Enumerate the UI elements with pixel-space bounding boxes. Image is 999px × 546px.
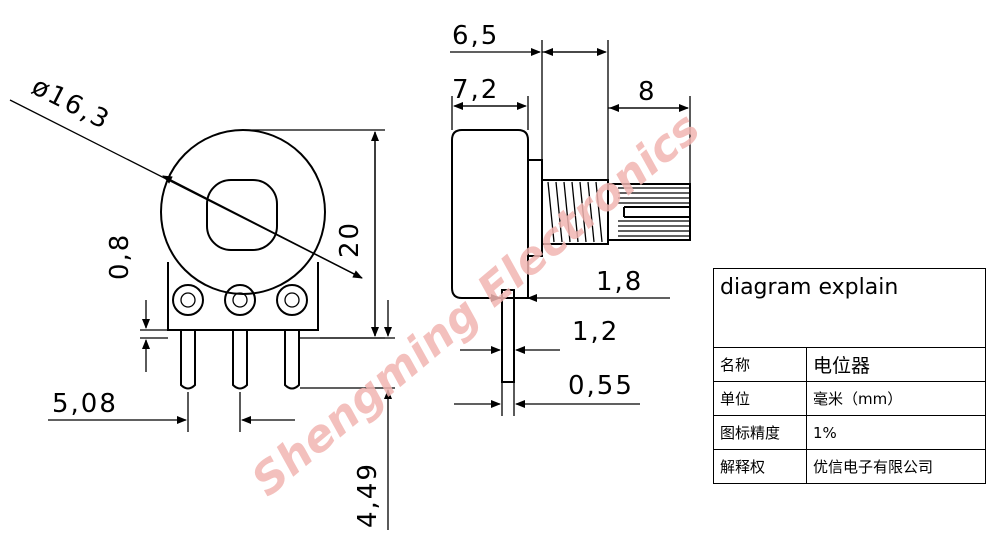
terminal-plate [167, 262, 319, 331]
table-row: 单位 毫米（mm） [713, 381, 986, 416]
body-circle [160, 129, 326, 295]
terminal-left [172, 284, 204, 390]
row-label: 名称 [713, 347, 807, 382]
row-value: 1% [806, 415, 986, 450]
table-row: 解释权 优信电子有限公司 [713, 449, 986, 484]
table-title: diagram explain [713, 268, 986, 348]
shaft-hole [206, 179, 278, 251]
row-label: 解释权 [713, 449, 807, 484]
row-label: 单位 [713, 381, 807, 416]
body-depth-label: 7,2 [452, 75, 499, 105]
side-body [451, 129, 529, 299]
gap-label: 0,8 [105, 233, 135, 280]
side-view: 6,5 7,2 8 1,8 1,2 0,55 [450, 21, 691, 416]
front-view: ø16,3 20 0,8 5,08 4,49 [9, 72, 395, 530]
row-value: 毫米（mm） [806, 381, 986, 416]
shaft-length-label: 8 [638, 77, 657, 107]
offset-label: 1,8 [596, 267, 643, 297]
table-row: 名称 电位器 [713, 347, 986, 382]
bushing-length-label: 6,5 [452, 21, 499, 51]
explanation-table: diagram explain 名称 电位器 单位 毫米（mm） 图标精度 1%… [713, 268, 986, 484]
side-pin [501, 289, 515, 383]
terminal-middle [224, 284, 256, 390]
pitch-label: 5,08 [52, 389, 118, 419]
row-value: 电位器 [806, 347, 986, 382]
pin-width-label: 1,2 [572, 317, 619, 347]
terminal-right [276, 284, 308, 390]
row-label: 图标精度 [713, 415, 807, 450]
table-row: 图标精度 1% [713, 415, 986, 450]
watermark: Shengming Electronics [242, 103, 709, 507]
pin-thickness-label: 0,55 [568, 371, 634, 401]
height-label: 20 [335, 221, 365, 258]
pin-length-label: 4,49 [353, 462, 383, 528]
row-value: 优信电子有限公司 [806, 449, 986, 484]
knurled-shaft [607, 183, 691, 241]
diameter-label: ø16,3 [27, 72, 115, 137]
